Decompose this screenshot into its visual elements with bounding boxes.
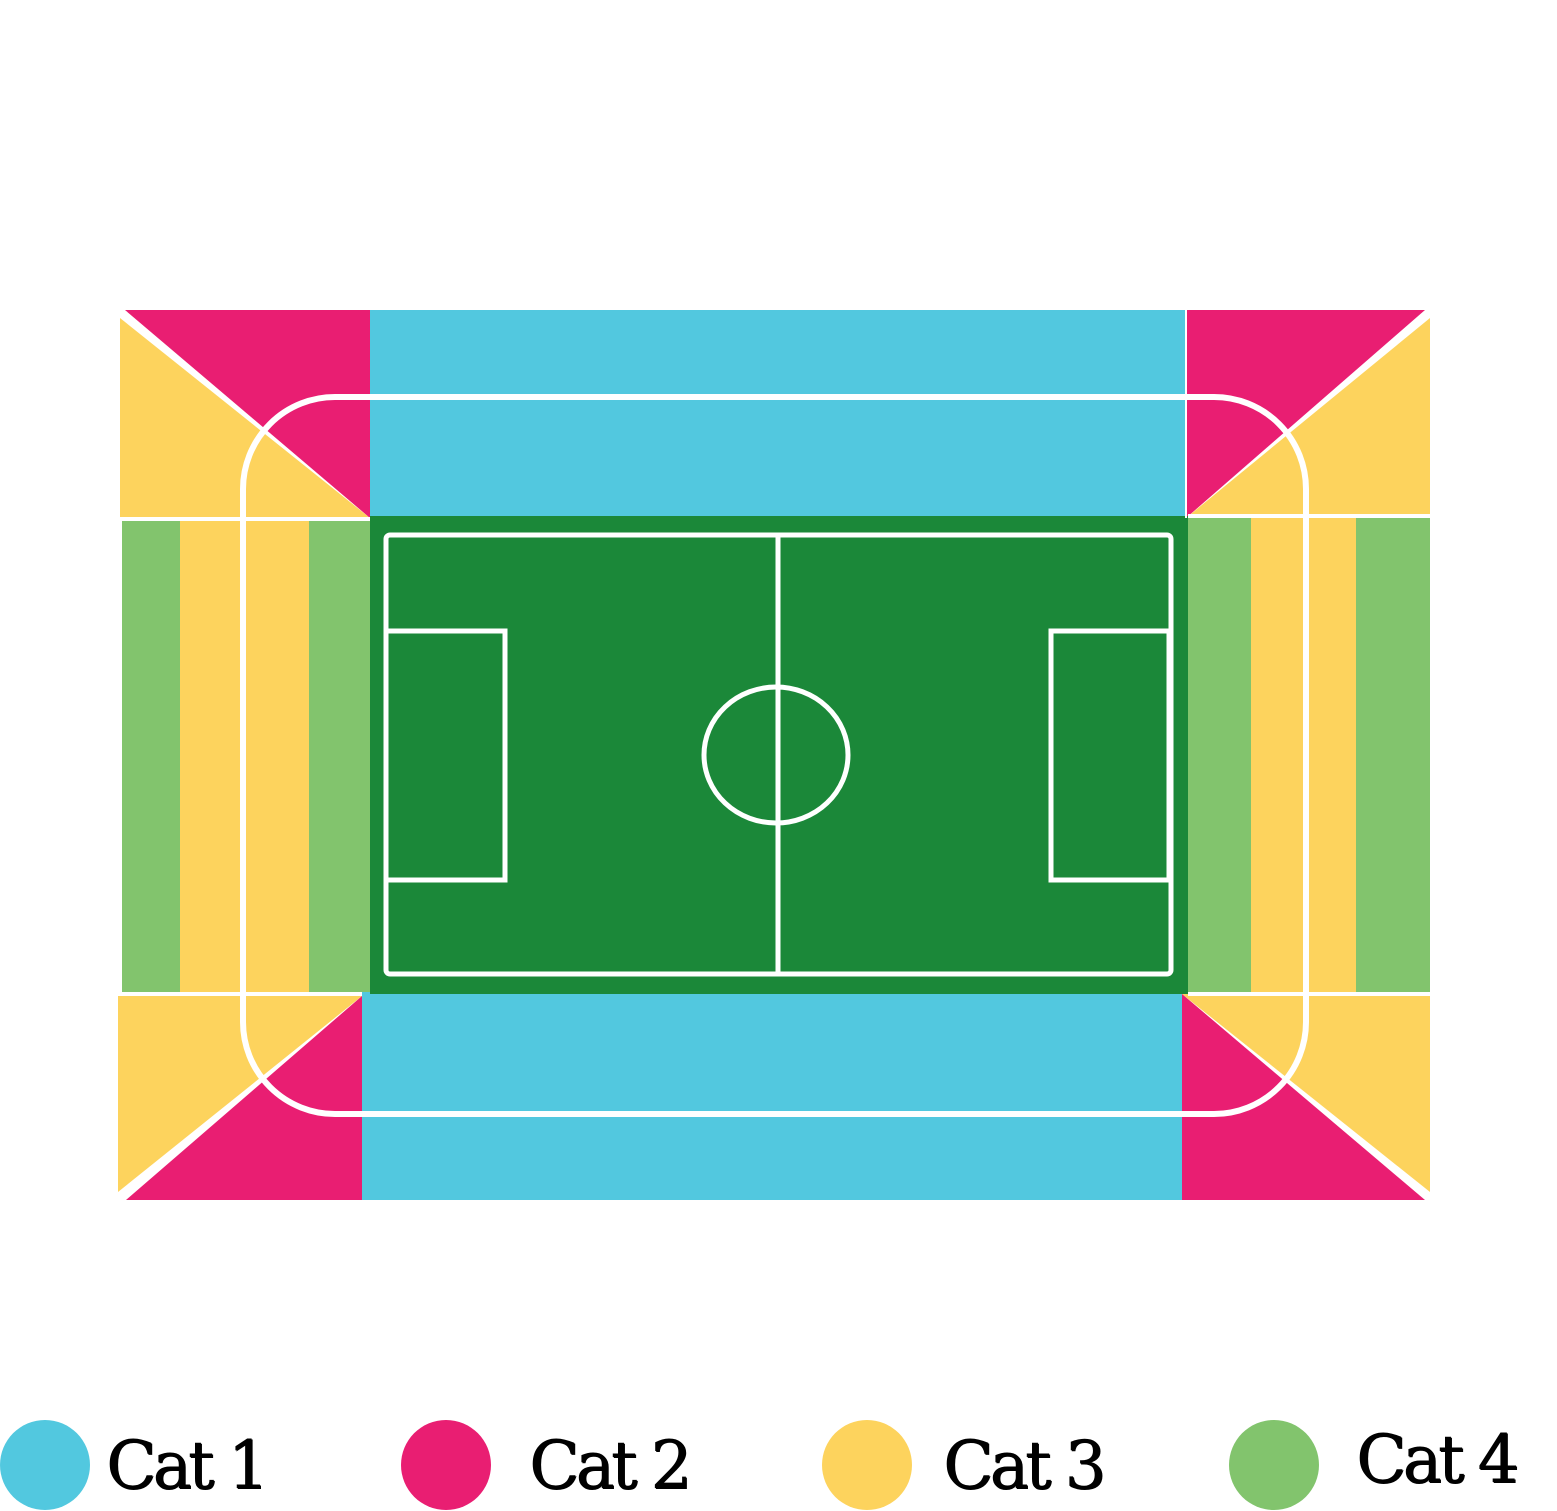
section-left-stripe-4-cat4[interactable] — [309, 520, 370, 992]
legend-label-cat2: Cat 2 — [529, 1427, 692, 1504]
section-right-stripe-3-cat3[interactable] — [1305, 518, 1356, 992]
section-bottom-stand-cat1[interactable] — [362, 992, 1182, 1200]
section-bottom-right-cat3[interactable] — [1182, 994, 1430, 1192]
legend-swatch-cat4 — [1229, 1420, 1319, 1510]
pitch-markings — [383, 532, 1174, 977]
legend-swatch-cat3 — [822, 1420, 912, 1510]
section-left-stripe-2-cat3[interactable] — [180, 520, 245, 992]
section-right-stripe-1-cat4[interactable] — [1188, 518, 1251, 992]
section-top-left-cat3[interactable] — [120, 318, 370, 518]
section-bottom-left-cat2[interactable] — [126, 996, 362, 1200]
legend-swatch-cat2 — [401, 1420, 491, 1510]
section-right-stripe-2-cat3[interactable] — [1251, 518, 1305, 992]
legend-label-cat1: Cat 1 — [106, 1427, 269, 1504]
penalty-box-left — [383, 628, 508, 883]
legend-label-cat3: Cat 3 — [943, 1427, 1106, 1504]
legend-label-cat4: Cat 4 — [1356, 1421, 1519, 1498]
section-top-left-cat2[interactable] — [125, 310, 370, 518]
running-track — [240, 394, 1309, 1117]
section-bottom-right-cat2[interactable] — [1182, 994, 1425, 1200]
section-bottom-left-cat3[interactable] — [118, 996, 362, 1192]
section-top-right-cat2[interactable] — [1186, 310, 1425, 518]
legend: Cat 1 Cat 2 Cat 3 Cat 4 — [0, 1400, 1557, 1511]
legend-swatch-cat1 — [0, 1420, 90, 1510]
penalty-box-right — [1048, 628, 1172, 883]
section-left-stripe-3-cat3[interactable] — [245, 520, 309, 992]
section-top-stand-cat1[interactable] — [370, 310, 1186, 518]
section-right-stripe-4-cat4[interactable] — [1356, 518, 1430, 992]
section-top-right-cat3[interactable] — [1186, 318, 1430, 518]
section-left-stripe-1-cat4[interactable] — [122, 520, 180, 992]
centre-circle — [701, 684, 851, 826]
